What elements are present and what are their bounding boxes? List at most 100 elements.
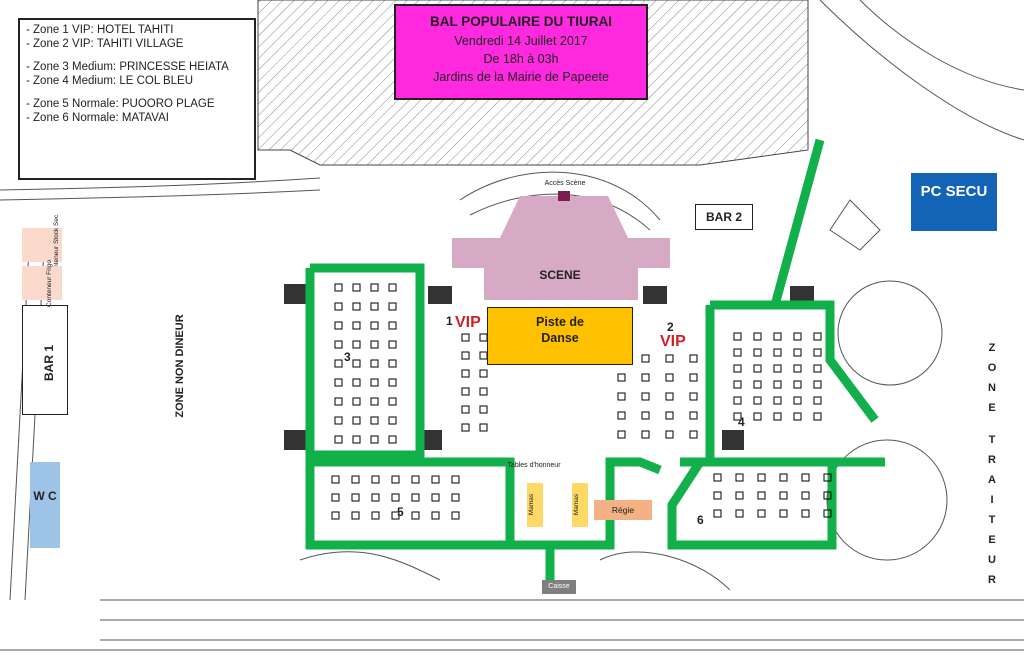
table-marker xyxy=(793,364,802,373)
bar-1: BAR 1 xyxy=(22,305,68,415)
table-marker xyxy=(388,359,397,368)
table-marker xyxy=(757,473,766,482)
legend-zone-2: - Zone 2 VIP: TAHITI VILLAGE xyxy=(26,38,184,50)
legend-zone-1: - Zone 1 VIP: HOTEL TAHITI xyxy=(26,24,174,36)
table-marker xyxy=(733,396,742,405)
table-marker xyxy=(823,491,832,500)
table-marker xyxy=(617,430,626,439)
table-marker xyxy=(665,354,674,363)
table-marker xyxy=(757,491,766,500)
table-marker xyxy=(801,491,810,500)
table-marker xyxy=(331,475,340,484)
table-marker xyxy=(713,491,722,500)
caisse: Caisse xyxy=(542,580,576,594)
table-marker xyxy=(371,493,380,502)
legend-zone-6: - Zone 6 Normale: MATAVAI xyxy=(26,112,169,124)
table-marker xyxy=(370,283,379,292)
table-marker xyxy=(773,380,782,389)
access-paths xyxy=(305,138,885,580)
zone-non-dineur-label: ZONE NON DINEUR xyxy=(174,314,186,418)
table-marker xyxy=(773,396,782,405)
table-marker xyxy=(334,397,343,406)
table-marker xyxy=(813,332,822,341)
table-marker xyxy=(461,369,470,378)
table-marker xyxy=(793,348,802,357)
table-marker xyxy=(334,340,343,349)
table-marker xyxy=(388,378,397,387)
table-marker xyxy=(370,416,379,425)
event-hours: De 18h à 03h xyxy=(483,51,559,66)
table-marker xyxy=(411,475,420,484)
table-marker xyxy=(371,511,380,520)
table-marker xyxy=(665,411,674,420)
table-marker xyxy=(334,302,343,311)
table-marker xyxy=(735,509,744,518)
table-marker xyxy=(689,430,698,439)
event-name: BAL POPULAIRE DU TIURAI xyxy=(429,14,612,29)
table-marker xyxy=(773,364,782,373)
table-marker xyxy=(813,364,822,373)
table-marker xyxy=(753,348,762,357)
table-marker xyxy=(753,380,762,389)
table-marker xyxy=(735,491,744,500)
conteneur-frigo-label: Conteneur Frigo xyxy=(45,260,53,307)
table-marker xyxy=(779,491,788,500)
table-marker xyxy=(773,348,782,357)
table-marker xyxy=(334,378,343,387)
mamas-stand-2: Mamas xyxy=(572,483,588,527)
table-marker xyxy=(641,373,650,382)
table-marker xyxy=(331,493,340,502)
event-date: Vendredi 14 Juillet 2017 xyxy=(454,33,588,48)
tables-honneur-label: Tables d'honneur xyxy=(507,462,561,469)
table-marker xyxy=(713,473,722,482)
legend-zone-3: - Zone 3 Medium: PRINCESSE HEIATA xyxy=(26,61,229,73)
table-marker xyxy=(461,423,470,432)
wc-label: W C xyxy=(30,462,60,548)
table-marker xyxy=(388,283,397,292)
table-marker xyxy=(813,380,822,389)
table-marker xyxy=(334,283,343,292)
table-marker xyxy=(779,509,788,518)
mamas-1-label: Mamas xyxy=(528,493,536,516)
table-marker xyxy=(479,333,488,342)
mamas-2-label: Mamas xyxy=(573,493,581,516)
table-marker xyxy=(391,511,400,520)
table-marker xyxy=(451,493,460,502)
scene-label: SCENE xyxy=(539,268,581,282)
table-marker xyxy=(665,430,674,439)
table-marker xyxy=(813,348,822,357)
legend-zone-4: - Zone 4 Medium: LE COL BLEU xyxy=(26,75,194,87)
zone-2-number: 2 xyxy=(667,320,674,334)
table-marker xyxy=(461,405,470,414)
table-marker xyxy=(479,387,488,396)
zone-2-vip: VIP xyxy=(660,333,686,350)
bar-1-label: BAR 1 xyxy=(42,344,57,382)
table-marker xyxy=(479,423,488,432)
table-marker xyxy=(753,332,762,341)
zone-non-dineur: ZONE NON DINEUR xyxy=(170,300,190,440)
table-marker xyxy=(735,473,744,482)
zone-3-number: 3 xyxy=(344,350,351,364)
table-marker xyxy=(813,396,822,405)
scene-area xyxy=(452,196,670,300)
table-marker xyxy=(793,396,802,405)
acces-scene-marker xyxy=(558,191,570,201)
zone-6-number: 6 xyxy=(697,513,704,527)
table-marker xyxy=(733,412,742,421)
table-marker xyxy=(733,380,742,389)
table-marker xyxy=(352,283,361,292)
zone-4-number: 4 xyxy=(738,415,745,429)
table-marker xyxy=(823,473,832,482)
table-marker xyxy=(388,302,397,311)
piste-de-danse: Piste de Danse xyxy=(487,307,633,365)
table-marker xyxy=(352,321,361,330)
pc-secu-label: PC SECU xyxy=(911,173,997,231)
event-title-box: BAL POPULAIRE DU TIURAI Vendredi 14 Juil… xyxy=(394,4,648,100)
table-marker xyxy=(388,416,397,425)
table-marker xyxy=(334,435,343,444)
table-marker xyxy=(689,373,698,382)
table-marker xyxy=(371,475,380,484)
table-marker xyxy=(388,435,397,444)
table-marker xyxy=(617,373,626,382)
